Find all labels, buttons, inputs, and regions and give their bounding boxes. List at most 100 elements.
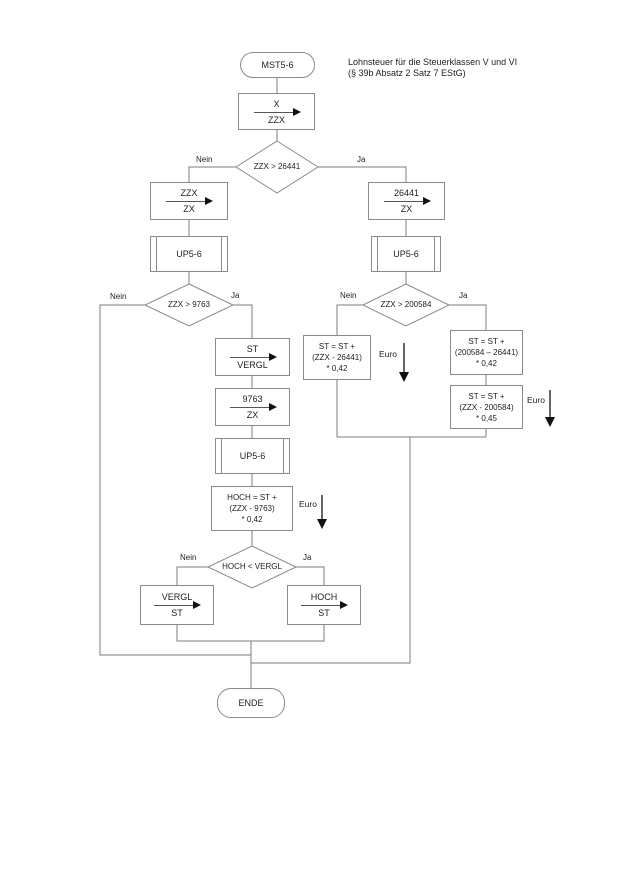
- title-line-1: Lohnsteuer für die Steuerklassen V und V…: [348, 57, 518, 67]
- assign-st-to-vergl: ST VERGL: [215, 338, 290, 376]
- flow-line-nein: [188, 166, 236, 182]
- calc-st-zzx-26441: ST = ST + (ZZX - 26441) * 0,42: [303, 335, 371, 380]
- start-terminator: MST5-6: [240, 52, 315, 78]
- predefined-process-bar: [283, 439, 284, 473]
- assign-source: ST: [246, 344, 259, 354]
- assignment: X ZZX: [253, 98, 301, 125]
- assign-source: HOCH: [310, 592, 338, 602]
- assign-target: ST: [318, 608, 330, 618]
- calc-line: (ZZX - 9763): [229, 504, 275, 513]
- predefined-process-bar: [434, 237, 435, 271]
- calc-line: (ZZX - 26441): [312, 353, 362, 362]
- assign-arrow-icon: [229, 403, 277, 411]
- assign-hoch-to-st: HOCH ST: [287, 585, 361, 625]
- flow-line-ja: [233, 304, 253, 338]
- assignment: VERGL ST: [154, 592, 201, 618]
- calc-line: ST = ST +: [318, 342, 356, 351]
- assign-source: VERGL: [161, 592, 193, 602]
- decision-zzx-200584-label: ZZX > 200584: [380, 300, 432, 309]
- assignment: HOCH ST: [301, 592, 348, 618]
- flow-line-ja: [318, 166, 407, 182]
- calc-line: HOCH = ST +: [227, 493, 277, 502]
- branch-label-ja: Ja: [231, 291, 240, 300]
- branch-label-ja: Ja: [303, 553, 312, 562]
- subroutine-label: UP5-6: [176, 249, 202, 259]
- assign-arrow-icon: [253, 107, 301, 116]
- euro-label: Euro: [299, 499, 317, 509]
- flow-line-ja: [449, 304, 487, 330]
- assignment: 26441 ZX: [383, 188, 431, 214]
- euro-down-arrowhead-icon: [317, 519, 327, 529]
- euro-down-arrowhead-icon: [399, 372, 409, 382]
- flow-line-nein: [336, 304, 363, 335]
- predefined-process-bar: [377, 237, 378, 271]
- assign-target: ZX: [246, 410, 259, 420]
- assign-arrow-icon: [154, 601, 201, 609]
- calc-line: * 0,45: [476, 413, 497, 423]
- end-label: ENDE: [238, 698, 264, 708]
- assign-vergl-to-st: VERGL ST: [140, 585, 214, 625]
- assign-arrow-icon: [229, 353, 277, 361]
- assignment: ST VERGL: [229, 344, 277, 370]
- assign-source: ZZX: [180, 188, 198, 198]
- flow-lines: [99, 78, 487, 688]
- calc-line: ST = ST +: [468, 391, 505, 401]
- calc-line: (ZZX - 200584): [459, 402, 514, 412]
- subroutine-label: UP5-6: [393, 249, 419, 259]
- branch-label-ja: Ja: [459, 291, 468, 300]
- start-label: MST5-6: [261, 60, 294, 70]
- calc-st-zzx-200584: ST = ST + (ZZX - 200584) * 0,45: [450, 385, 523, 429]
- assign-26441-to-zx: 26441 ZX: [368, 182, 445, 220]
- decision-diamond-hoch-vergl: [206, 545, 298, 589]
- subroutine-up5-6: UP5-6: [215, 438, 290, 474]
- assign-source: X: [273, 98, 280, 109]
- assign-target: ZZX: [268, 114, 285, 125]
- end-terminator: ENDE: [217, 688, 285, 718]
- branch-label-nein: Nein: [196, 155, 213, 164]
- branch-label-ja: Ja: [357, 155, 366, 164]
- calc-line: ST = ST +: [468, 337, 505, 346]
- calc-line: * 0,42: [241, 515, 263, 524]
- predefined-process-bar: [156, 237, 157, 271]
- assign-9763-to-zx: 9763 ZX: [215, 388, 290, 426]
- decision-zzx-26441-label: ZZX > 26441: [253, 162, 301, 171]
- calc-line: (200584 – 26441): [454, 348, 519, 357]
- title-line-2: (§ 39b Absatz 2 Satz 7 EStG): [348, 68, 466, 78]
- calc-hoch: HOCH = ST + (ZZX - 9763) * 0,42: [211, 486, 293, 531]
- predefined-process-bar: [221, 439, 222, 473]
- subroutine-up5-6: UP5-6: [150, 236, 228, 272]
- decision-hoch-vergl-label: HOCH < VERGL: [222, 562, 282, 571]
- branch-label-nein: Nein: [110, 292, 127, 301]
- assign-target: VERGL: [237, 360, 268, 370]
- decision-diamond-zzx-200584: [361, 283, 451, 327]
- assign-target: ZX: [183, 204, 195, 214]
- assign-target: ST: [171, 608, 183, 618]
- euro-down-arrowhead-icon: [545, 417, 555, 427]
- calc-st-200584-26441: ST = ST + (200584 – 26441) * 0,42: [450, 330, 523, 375]
- subroutine-up5-6: UP5-6: [371, 236, 441, 272]
- assign-target: ZX: [400, 204, 413, 214]
- assignment: 9763 ZX: [229, 394, 277, 420]
- assign-source: 9763: [242, 394, 263, 404]
- flow-line-ja: [296, 566, 325, 585]
- assign-x-to-zzx: X ZZX: [238, 93, 315, 130]
- calc-line: * 0,42: [326, 364, 348, 373]
- branch-label-nein: Nein: [180, 553, 197, 562]
- assign-source: 26441: [393, 188, 420, 198]
- subroutine-label: UP5-6: [239, 451, 266, 461]
- assign-arrow-icon: [166, 197, 213, 205]
- predefined-process-bar: [221, 237, 222, 271]
- flow-line-nein: [176, 566, 208, 585]
- flow-line: [251, 625, 325, 642]
- assign-arrow-icon: [301, 601, 348, 609]
- branch-label-nein: Nein: [340, 291, 357, 300]
- decision-diamond-zzx-9763: [143, 283, 235, 327]
- flow-line: [251, 437, 411, 664]
- euro-arrows: [317, 343, 555, 529]
- decision-zzx-9763-label: ZZX > 9763: [167, 300, 211, 309]
- assign-zzx-to-zx: ZZX ZX: [150, 182, 228, 220]
- assignment: ZZX ZX: [166, 188, 213, 214]
- flow-line: [176, 625, 251, 642]
